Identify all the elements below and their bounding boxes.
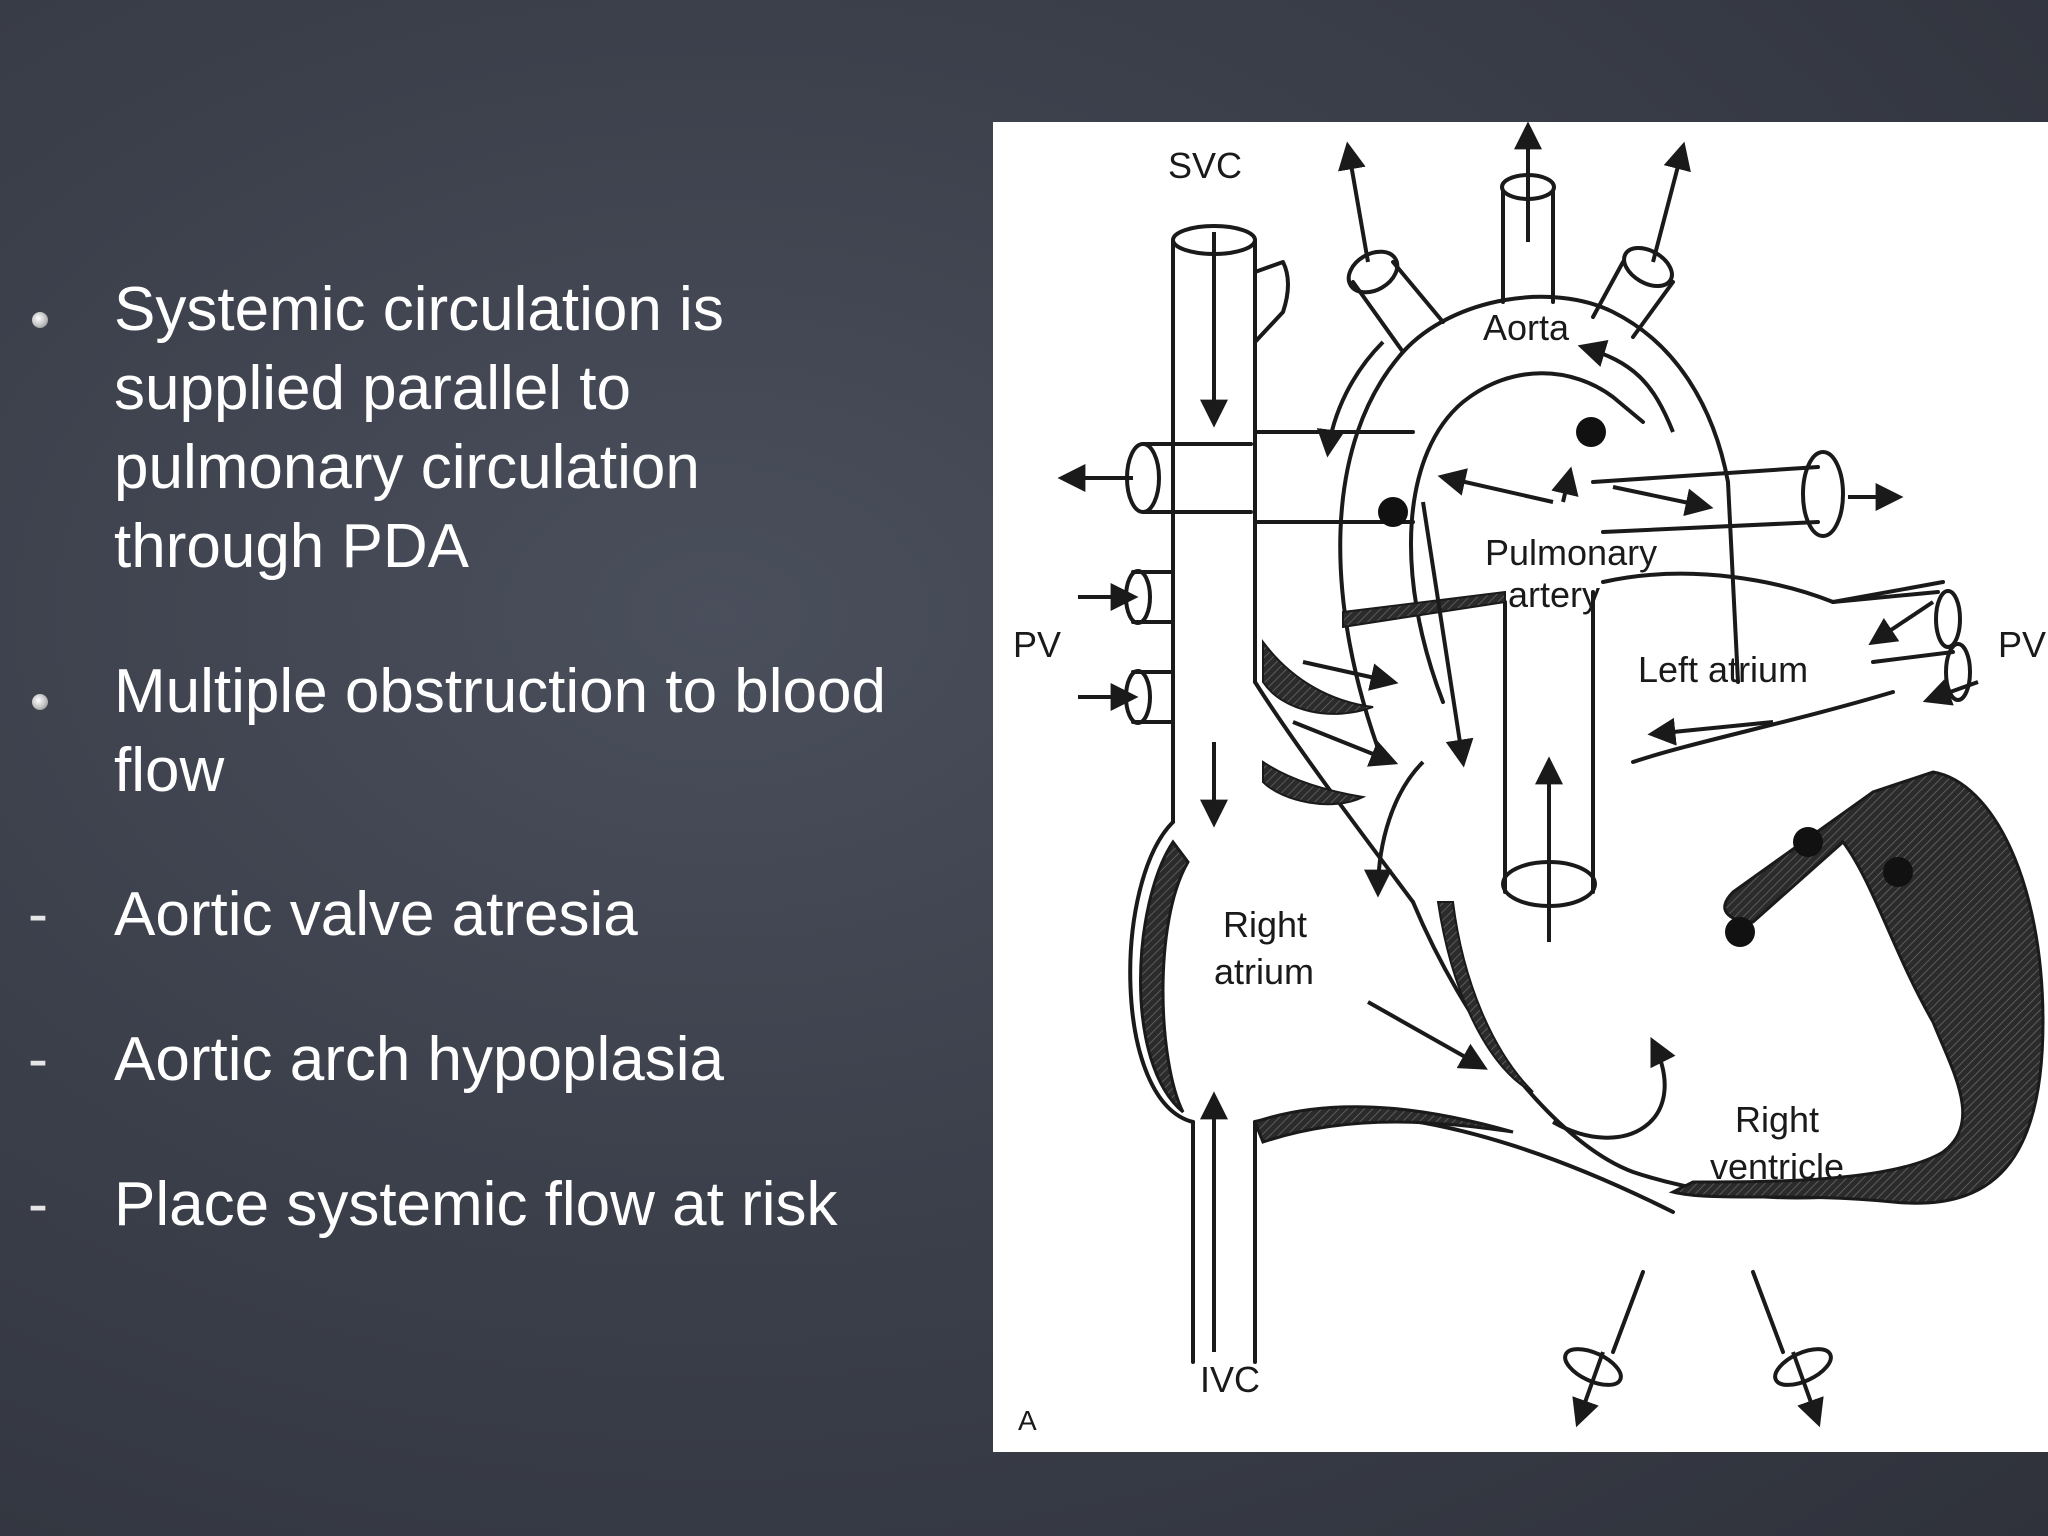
valve-wall xyxy=(1436,901,1534,1093)
label-panel: A xyxy=(1018,1405,1037,1436)
label-aorta: Aorta xyxy=(1483,307,1570,348)
flow-arrow xyxy=(1572,1351,1605,1428)
heart-diagram: SVC IVC Aorta Pulmonary artery Left atri… xyxy=(993,122,2048,1452)
label-right-ventricle-1: Right xyxy=(1735,1099,1819,1140)
left-pulmonary-vein xyxy=(1141,442,1253,514)
flow-arrow xyxy=(1437,468,1554,504)
label-left-atrium: Left atrium xyxy=(1638,649,1808,690)
septum-wall xyxy=(1253,1105,1514,1144)
marker-circle xyxy=(1725,917,1755,947)
right-pulmonary-branch xyxy=(1591,465,1820,534)
svc-vessel xyxy=(1171,238,1257,824)
bullet-dot-icon xyxy=(32,694,48,710)
marker-circle xyxy=(1378,497,1408,527)
bullet-dash: - xyxy=(28,1170,48,1237)
heart-diagram-svg: SVC IVC Aorta Pulmonary artery Left atri… xyxy=(1013,122,2046,1436)
bullet-list: Systemic circulation is supplied paralle… xyxy=(0,270,980,1270)
left-ventricle-wall xyxy=(1668,770,2045,1205)
ductus-band xyxy=(1342,590,1506,629)
label-pv-right: PV xyxy=(1998,624,2046,665)
left-atrium xyxy=(1601,571,1945,764)
label-right-atrium-1: Right xyxy=(1223,904,1307,945)
flow-arrow xyxy=(1868,600,1935,646)
flow-arrow xyxy=(1364,760,1425,898)
pulmonary-trunk xyxy=(1503,590,1595,894)
flow-arrow xyxy=(1922,679,1979,706)
bullet-dot-icon xyxy=(32,312,48,328)
ivc-vessel xyxy=(1191,1120,1257,1364)
label-ivc: IVC xyxy=(1200,1359,1260,1400)
label-pulmonary-2: artery xyxy=(1508,574,1600,615)
flow-arrow xyxy=(1647,717,1774,746)
flow-arrow xyxy=(1552,1036,1676,1140)
bullet-text: Aortic arch hypoplasia xyxy=(114,1025,724,1094)
flow-arrow xyxy=(1651,141,1691,263)
aorta-branch-3 xyxy=(1591,260,1675,339)
flow-arrow xyxy=(1302,660,1399,691)
aorta-branch-2 xyxy=(1501,190,1555,304)
bullet-dash: - xyxy=(28,880,48,947)
flow-arrow xyxy=(1577,340,1675,433)
label-right-atrium-2: atrium xyxy=(1214,951,1314,992)
aorta-branch-1 xyxy=(1351,260,1445,354)
bullet-dash: - xyxy=(28,1025,48,1092)
marker-circle xyxy=(1883,857,1913,887)
flow-arrow xyxy=(1292,720,1399,767)
flow-arrow xyxy=(1612,485,1714,517)
flow-arrow xyxy=(1367,1000,1488,1070)
label-svc: SVC xyxy=(1168,145,1242,186)
flow-arrow xyxy=(1421,501,1474,768)
label-right-ventricle-2: ventricle xyxy=(1710,1146,1844,1187)
marker-circle xyxy=(1576,417,1606,447)
right-atrium-wall xyxy=(1139,839,1190,1114)
bullet-text: Systemic circulation is supplied paralle… xyxy=(114,275,724,581)
aortic-arch xyxy=(1338,294,1740,764)
bullet-text: Multiple obstruction to blood flow xyxy=(114,657,887,805)
svc-side-branch xyxy=(1253,260,1290,344)
label-pulmonary-1: Pulmonary xyxy=(1485,532,1657,573)
descending-vessel xyxy=(1611,1270,1785,1354)
label-pv-left: PV xyxy=(1013,624,1061,665)
right-ventricle xyxy=(1253,900,2005,1214)
flow-arrow xyxy=(1791,1351,1824,1428)
bullet-text: Place systemic flow at risk xyxy=(114,1170,838,1239)
bullet-text: Aortic valve atresia xyxy=(114,880,638,949)
flow-arrow xyxy=(1338,141,1370,263)
flow-arrow xyxy=(1316,340,1385,458)
marker-circle xyxy=(1793,827,1823,857)
flow-arrow xyxy=(1551,466,1579,503)
